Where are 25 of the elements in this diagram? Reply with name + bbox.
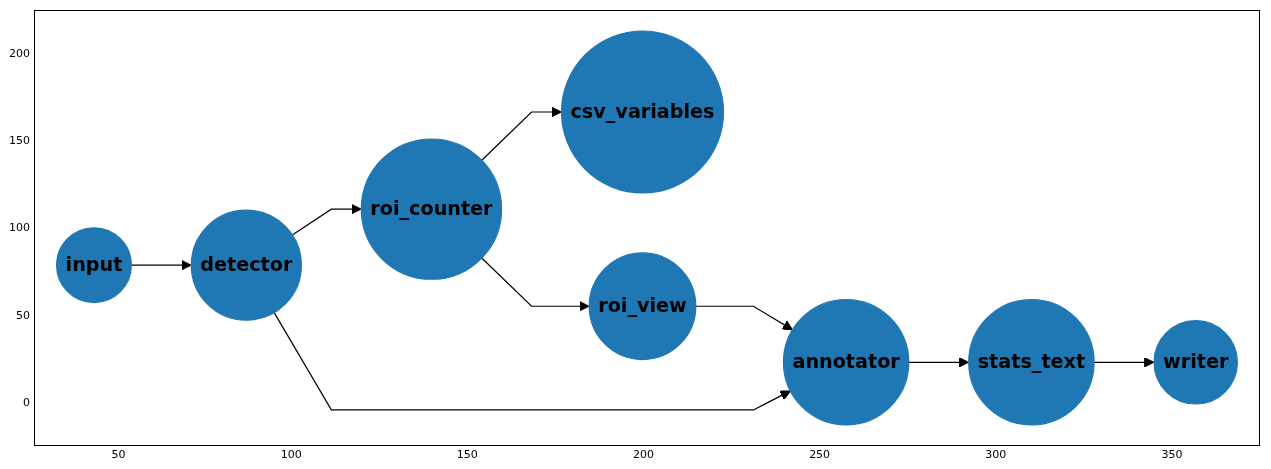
node-circle: detector [190,209,302,321]
x-axis-tick-label: 150 [456,448,478,463]
arrow [273,312,791,411]
arrow [481,106,562,161]
x-axis-tick-label: 250 [809,448,831,463]
y-axis-tick-label: 0 [23,395,30,409]
arrow [695,305,793,331]
x-axis-tick-label: 200 [633,448,654,463]
node-circle: roi_view [588,252,697,361]
arrow [291,203,362,236]
x-axis-tick-label: 100 [280,448,302,463]
y-axis-tick-label: 150 [9,134,30,148]
node-circle: annotator [782,299,910,426]
y-axis-tick-label: 50 [16,308,30,322]
node-circle: writer [1153,320,1238,405]
x-axis-tick-label: 300 [985,448,1007,463]
y-axis-tick-label: 100 [9,221,30,235]
x-axis-tick-label: 350 [1161,448,1183,463]
node-circle: input [56,227,132,304]
arrow [481,257,590,312]
y-axis-tick-label: 200 [9,47,30,61]
node-circle: roi_counter [360,138,503,280]
node-circle: stats_text [968,299,1095,426]
x-axis-tick-label: 50 [111,448,126,463]
node-circle: csv_variables [560,30,725,194]
